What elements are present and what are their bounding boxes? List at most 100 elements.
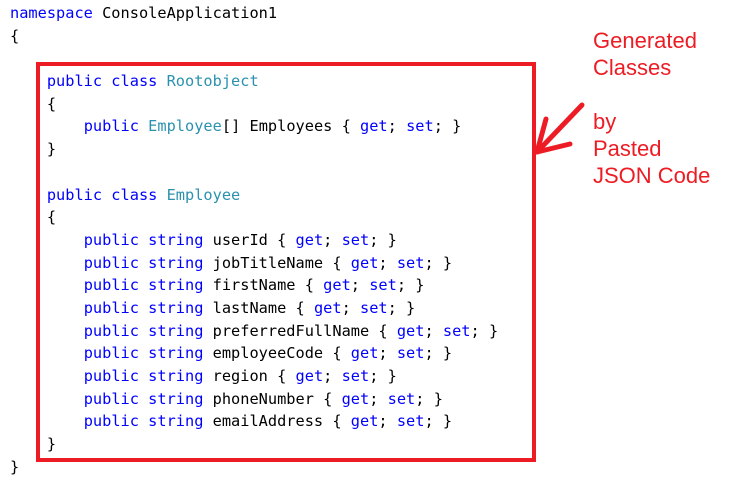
code-line: public Employee[] Employees { get; set; … bbox=[10, 115, 498, 138]
text-token: ; } bbox=[424, 344, 453, 363]
code-line: public string userId { get; set; } bbox=[10, 229, 498, 252]
keyword-token: set bbox=[396, 344, 425, 363]
text-token: [] Employees { bbox=[221, 117, 361, 136]
keyword-token: get bbox=[350, 344, 379, 363]
keyword-token: public class bbox=[46, 72, 158, 91]
highlight-box bbox=[36, 62, 536, 462]
text-token: region { bbox=[203, 367, 296, 385]
annotation-line: Classes bbox=[593, 55, 672, 80]
text-token: { bbox=[10, 94, 57, 113]
text-token: userId { bbox=[203, 230, 296, 249]
text-token: lastName { bbox=[203, 298, 314, 317]
keyword-token: get bbox=[360, 117, 388, 136]
keyword-token: set bbox=[396, 412, 425, 431]
code-line: { bbox=[10, 206, 498, 229]
keyword-token: get bbox=[350, 253, 379, 272]
code-line: public string employeeCode { get; set; } bbox=[10, 342, 498, 365]
keyword-token: get bbox=[396, 321, 425, 340]
arrow-icon bbox=[534, 102, 585, 155]
keyword-token: set bbox=[406, 117, 434, 136]
keyword-token: public string bbox=[83, 367, 204, 385]
text-token: ; bbox=[323, 367, 342, 385]
code-line: } bbox=[10, 138, 498, 161]
text-token: ; bbox=[378, 344, 397, 363]
text-token: preferredFullName { bbox=[203, 321, 397, 340]
text-token: ; bbox=[378, 412, 397, 431]
text-token: ; } bbox=[470, 321, 499, 340]
type-token: Employee bbox=[148, 117, 222, 136]
text-token: jobTitleName { bbox=[203, 253, 351, 272]
keyword-token: set bbox=[442, 321, 471, 340]
code-line: namespace ConsoleApplication1 bbox=[10, 2, 498, 25]
keyword-token: public string bbox=[83, 321, 204, 340]
text-token: ; } bbox=[369, 230, 397, 249]
text-token: } bbox=[10, 140, 57, 159]
keyword-token: set bbox=[341, 367, 370, 385]
code-line: { bbox=[10, 25, 498, 48]
code-line: { bbox=[10, 93, 498, 116]
text-token: ; bbox=[424, 321, 443, 340]
text-token: } bbox=[10, 457, 20, 476]
text-token: ; } bbox=[369, 367, 397, 385]
keyword-token: public string bbox=[83, 298, 204, 317]
annotation-line: by bbox=[593, 109, 617, 134]
text-token: ; } bbox=[415, 389, 443, 408]
keyword-token: set bbox=[369, 276, 397, 295]
keyword-token: set bbox=[387, 389, 416, 408]
text-token: ; bbox=[387, 117, 407, 136]
text-token: phoneNumber { bbox=[203, 389, 342, 408]
keyword-token: public string bbox=[83, 389, 204, 408]
code-line: } bbox=[10, 456, 498, 479]
code-line: public class Rootobject bbox=[10, 70, 498, 93]
code-line: public string jobTitleName { get; set; } bbox=[10, 252, 498, 275]
text-token: ; } bbox=[396, 276, 425, 295]
text-token: ; } bbox=[433, 117, 462, 136]
keyword-token: public class bbox=[46, 185, 158, 204]
keyword-token: set bbox=[341, 230, 370, 249]
code-line: public string emailAddress { get; set; } bbox=[10, 410, 498, 433]
text-token: { bbox=[10, 26, 20, 45]
code-line: public class Employee bbox=[10, 184, 498, 207]
keyword-token: get bbox=[323, 276, 351, 295]
annotation-line: JSON Code bbox=[593, 163, 711, 188]
keyword-token: public string bbox=[83, 230, 204, 249]
keyword-token: public string bbox=[83, 412, 204, 431]
keyword-token: public string bbox=[83, 344, 204, 363]
text-token: } bbox=[10, 435, 57, 454]
text-token: ; bbox=[378, 253, 397, 272]
code-line: } bbox=[10, 433, 498, 456]
text-token: ; } bbox=[387, 298, 416, 317]
keyword-token: get bbox=[295, 230, 324, 249]
keyword-token: public bbox=[83, 117, 139, 136]
keyword-token: get bbox=[341, 389, 370, 408]
text-token: ; bbox=[350, 276, 370, 295]
code-line: public string lastName { get; set; } bbox=[10, 297, 498, 320]
keyword-token: namespace bbox=[10, 4, 93, 22]
type-token: Employee bbox=[166, 185, 241, 204]
text-token: ConsoleApplication1 bbox=[92, 4, 278, 22]
text-token: emailAddress { bbox=[203, 412, 351, 431]
keyword-token: get bbox=[313, 298, 342, 317]
text-token: ; bbox=[323, 230, 342, 249]
text-token: ; } bbox=[424, 253, 453, 272]
text-token: firstName { bbox=[203, 276, 324, 295]
keyword-token: get bbox=[350, 412, 379, 431]
annotation-line: Pasted bbox=[593, 136, 662, 161]
type-token: Rootobject bbox=[166, 72, 259, 91]
code-editor[interactable]: namespace ConsoleApplication1{ public cl… bbox=[10, 2, 498, 478]
code-line: public string preferredFullName { get; s… bbox=[10, 320, 498, 343]
code-line: public string firstName { get; set; } bbox=[10, 274, 498, 297]
text-token: ; bbox=[341, 298, 360, 317]
keyword-token: public string bbox=[83, 253, 204, 272]
text-token: employeeCode { bbox=[203, 344, 351, 363]
keyword-token: set bbox=[360, 298, 388, 317]
keyword-token: get bbox=[295, 367, 324, 385]
annotation-text: Generated Classes by Pasted JSON Code bbox=[593, 27, 710, 189]
text-token: ; } bbox=[424, 412, 453, 431]
text-token: ; bbox=[369, 389, 388, 408]
keyword-token: public string bbox=[83, 276, 204, 295]
annotation-spacer bbox=[593, 81, 710, 108]
annotation-line: Generated bbox=[593, 28, 697, 53]
keyword-token: set bbox=[396, 253, 425, 272]
code-line: public string region { get; set; } bbox=[10, 365, 498, 388]
